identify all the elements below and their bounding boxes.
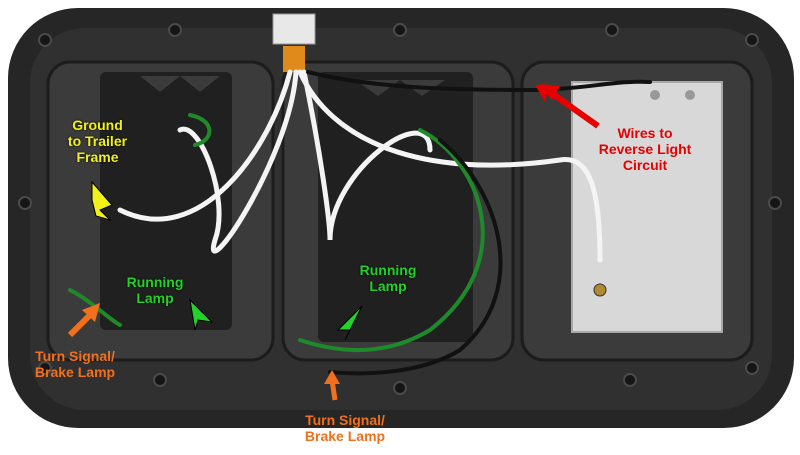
mounting-screws <box>18 23 782 395</box>
center-lamp-module <box>318 72 473 342</box>
wire-connector <box>272 13 316 45</box>
reverse-light-reflector <box>571 81 723 333</box>
ring-terminal <box>593 283 607 297</box>
label-turn-signal-left: Turn Signal/Brake Lamp <box>34 348 116 380</box>
label-turn-signal-bottom: Turn Signal/Brake Lamp <box>304 412 386 444</box>
connector-orange-clip <box>283 46 305 72</box>
annotation-arrows <box>67 84 600 401</box>
wiring <box>68 69 652 376</box>
left-lamp-module <box>100 72 232 330</box>
